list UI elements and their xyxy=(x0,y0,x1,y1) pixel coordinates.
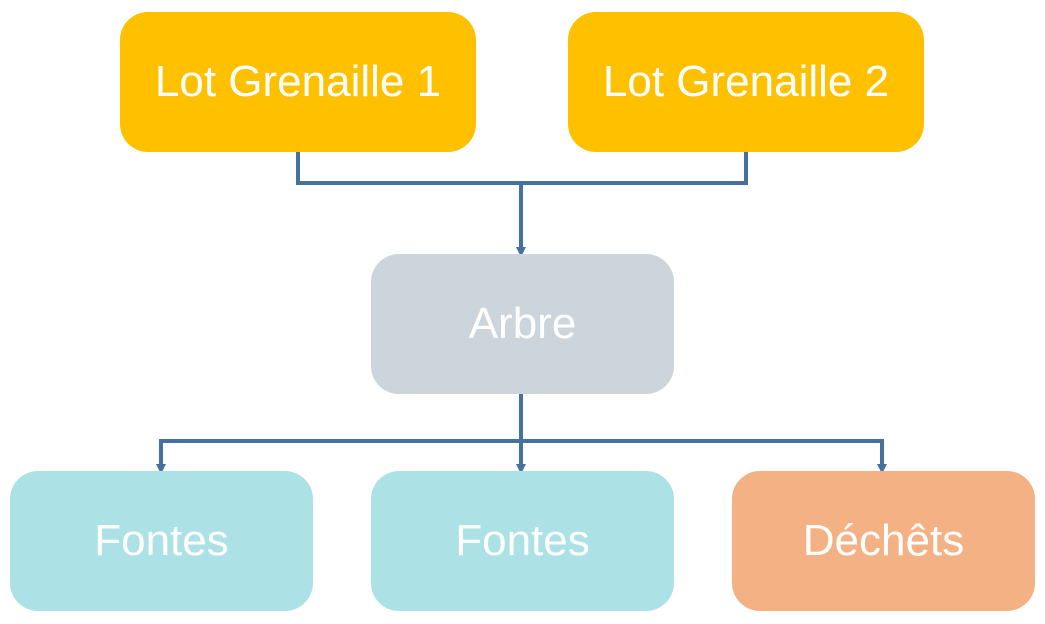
connector-lot1-to-arbre xyxy=(296,152,526,257)
fontes-node-2: Fontes xyxy=(371,471,674,611)
connector-arbre-to-fontes1 xyxy=(156,394,523,474)
dechets-node: Déchêts xyxy=(732,471,1035,611)
lot-grenaille-1-label: Lot Grenaille 1 xyxy=(154,57,442,106)
fontes-node-1: Fontes xyxy=(10,471,313,611)
arbre-label: Arbre xyxy=(468,299,577,348)
arbre-node: Arbre xyxy=(371,254,674,394)
dechets-label: Déchêts xyxy=(802,516,965,565)
fontes-label-2: Fontes xyxy=(455,516,590,565)
lot-grenaille-2-node: Lot Grenaille 2 xyxy=(568,12,924,152)
connector-lot2-to-arbre xyxy=(521,152,748,185)
lot-grenaille-1-node: Lot Grenaille 1 xyxy=(120,12,476,152)
lot-grenaille-2-label: Lot Grenaille 2 xyxy=(602,57,890,106)
fontes-label-1: Fontes xyxy=(94,516,229,565)
connector-arbre-to-dechets xyxy=(521,439,887,474)
